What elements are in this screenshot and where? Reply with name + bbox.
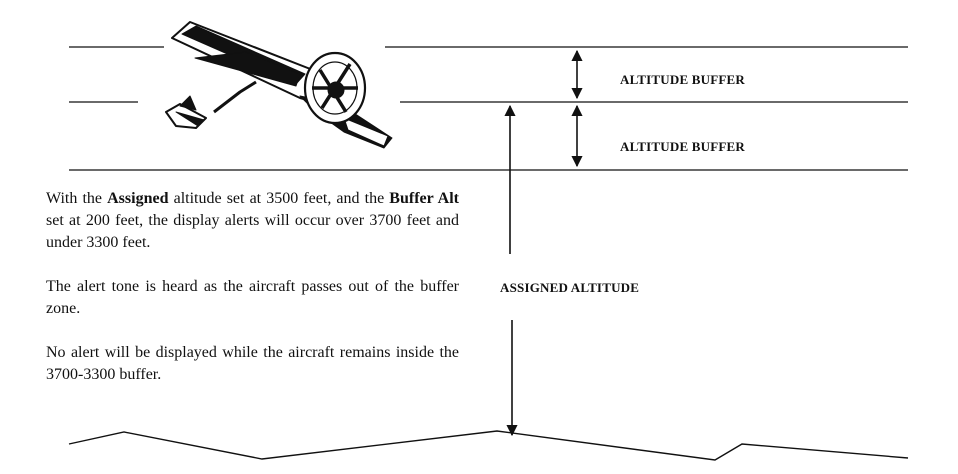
no-alert-paragraph: No alert will be displayed while the air…: [46, 344, 459, 383]
airplane-illustration: [165, 21, 393, 149]
assigned-altitude-label: ASSIGNED ALTITUDE: [500, 280, 640, 295]
alert-threshold-paragraph: With the Assigned altitude set at 3500 f…: [46, 188, 459, 254]
terrain-line: [68, 430, 909, 461]
para1-text-3: set at 200 feet, the display alerts will…: [46, 212, 459, 251]
altitude-buffer-label-upper: ALTITUDE BUFFER: [620, 72, 745, 87]
para1-text-2: altitude set at 3500 feet, and the: [168, 190, 390, 207]
buffer-alt-term: Buffer Alt: [389, 190, 459, 207]
altitude-buffer-label-lower: ALTITUDE BUFFER: [620, 139, 745, 154]
para1-text-1: With the: [46, 190, 108, 207]
alert-tone-paragraph: The alert tone is heard as the aircraft …: [46, 278, 459, 317]
assigned-term: Assigned: [107, 190, 169, 207]
